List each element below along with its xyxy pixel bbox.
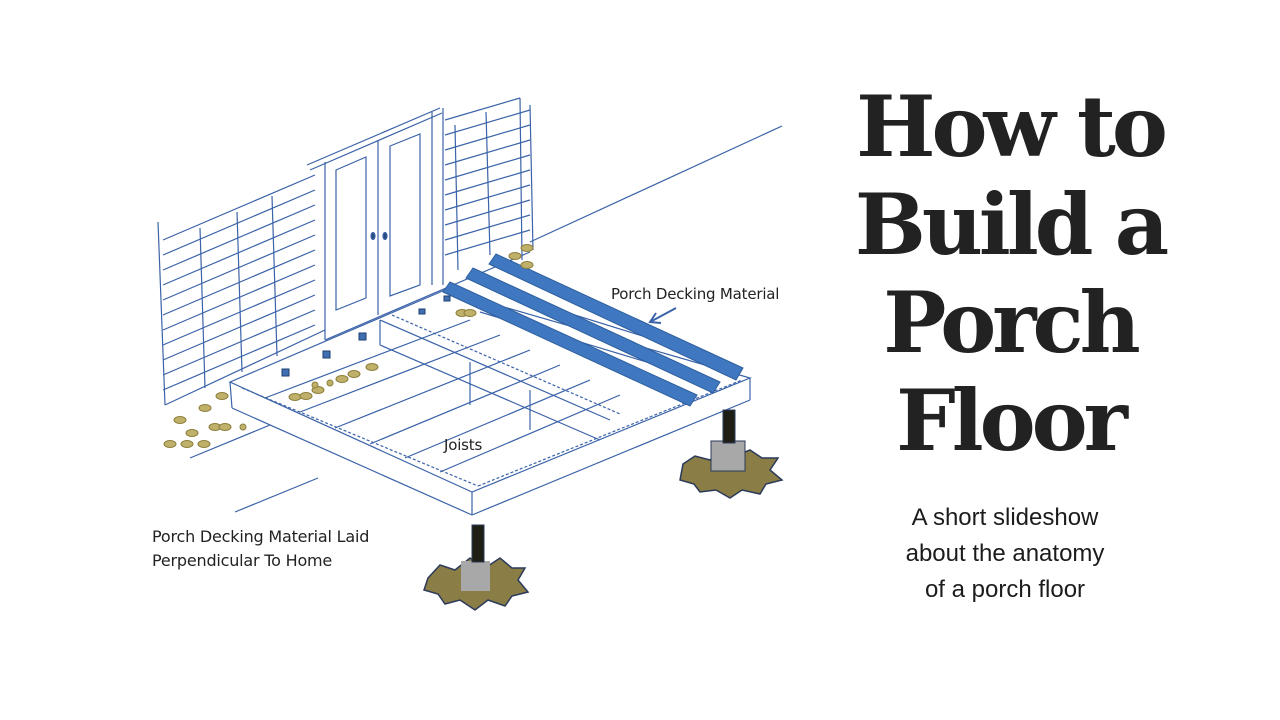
- joists-label: Joists: [444, 436, 483, 454]
- fastener-markers: [281, 295, 451, 377]
- subtitle-line-1: A short slideshow: [911, 504, 1099, 531]
- porch-frame: [228, 289, 752, 516]
- ground-line: [529, 125, 783, 243]
- porch-diagram-svg: [157, 97, 784, 611]
- double-door: [306, 107, 444, 340]
- gravel: [163, 244, 534, 448]
- title-line-1: How to: [856, 77, 1168, 176]
- footing-front: [423, 524, 530, 611]
- slide-title: How to Build a Porch Floor: [840, 78, 1180, 470]
- subtitle-line-2: about the anatomy: [905, 540, 1105, 567]
- title-line-4: Floor: [896, 371, 1128, 470]
- footing-right: [679, 409, 784, 499]
- decking-boards: [442, 253, 744, 407]
- title-line-3: Porch: [883, 273, 1140, 372]
- porch-diagram: [157, 97, 784, 611]
- caption-line-2: Perpendicular To Home: [152, 551, 333, 570]
- caption-line-1: Porch Decking Material Laid: [152, 527, 370, 546]
- subtitle-line-3: of a porch floor: [924, 576, 1086, 603]
- arrow-icon: [648, 307, 677, 324]
- right-wall-siding: [444, 97, 534, 271]
- slide-subtitle: A short slideshow about the anatomy of a…: [860, 500, 1150, 608]
- title-line-2: Build a: [854, 175, 1169, 274]
- left-wall-siding: [157, 174, 326, 406]
- decking-label: Porch Decking Material: [611, 285, 780, 303]
